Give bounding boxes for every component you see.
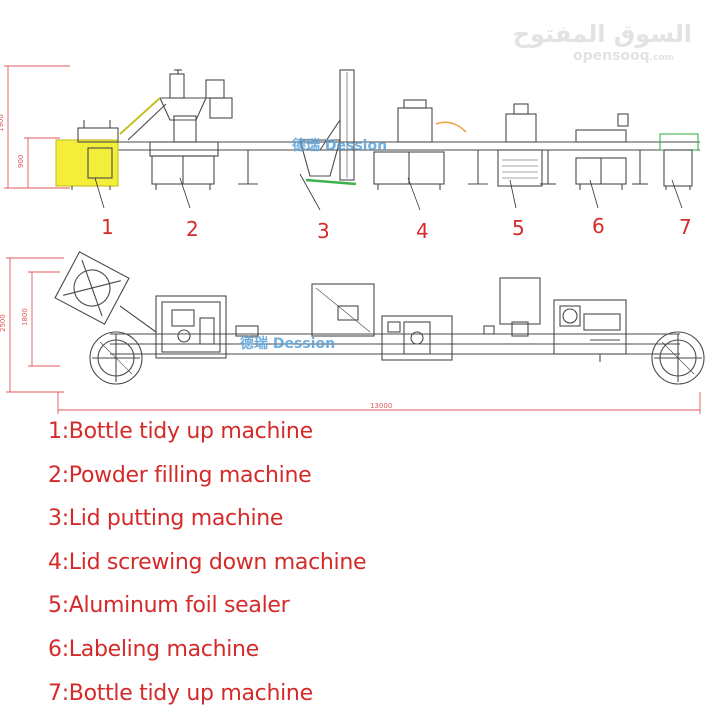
legend-item-2: 2:Powder filling machine (48, 462, 312, 488)
callout-numbers: 1 2 3 4 5 6 7 (101, 214, 692, 243)
plan-lid-screwing (381, 315, 453, 361)
dimension-plan-depth: 2500 (0, 314, 7, 332)
machine-6-labeling (575, 113, 629, 190)
plan-dimension-lines (6, 257, 701, 414)
legend-item-4: 4:Lid screwing down machine (48, 549, 367, 575)
callout-6: 6 (592, 214, 605, 238)
watermark-latin-suffix: .com (649, 53, 674, 63)
plan-conveyor (110, 333, 680, 355)
elevation-view: 1900 900 (0, 65, 700, 211)
plan-right-turntable (651, 331, 705, 385)
machine-2-powder-filling (119, 69, 233, 190)
plan-view: 2500 1800 13000 (0, 251, 705, 414)
legend-item-6: 6:Labeling machine (48, 636, 259, 662)
dimension-overall-length: 13000 (370, 402, 392, 410)
watermark-arabic: السوق المفتوح (512, 20, 692, 48)
watermark-latin-name: opensooq (572, 48, 650, 64)
dimension-top-inner-height: 900 (17, 155, 25, 168)
machine-5-foil-sealer (497, 103, 543, 187)
callout-leaders (94, 173, 683, 211)
machine-7-bottle-tidy-up (659, 133, 699, 190)
plan-foil-sealer (483, 277, 541, 337)
callout-1: 1 (101, 215, 114, 239)
legend-item-5: 5:Aluminum foil sealer (48, 593, 290, 619)
elevation-dimension-lines (4, 65, 70, 189)
plan-filling-frame (155, 295, 227, 359)
plan-left-turntable (89, 331, 143, 385)
dimension-top-height: 1900 (0, 114, 5, 132)
legend-item-1: 1:Bottle tidy up machine (48, 419, 313, 444)
dimension-plan-inner-depth: 1800 (21, 308, 29, 326)
callout-4: 4 (416, 219, 429, 243)
plan-labeling (553, 299, 627, 362)
machine-4-lid-screwing (373, 99, 467, 190)
legend-item-7: 7:Bottle tidy up machine (48, 680, 313, 706)
plan-tilted-hopper (54, 251, 130, 325)
opensooq-watermark: السوق المفتوح opensooq.com (513, 20, 692, 66)
brand-watermark-top: 德瑞 Dession (292, 137, 387, 154)
machine-legend: 1:Bottle tidy up machine 2:Powder fillin… (48, 412, 367, 717)
machine-3-lid-putting (299, 69, 357, 186)
machine-1-bottle-tidy-up (55, 120, 119, 190)
plan-lid-putting (235, 283, 375, 337)
callout-7: 7 (679, 215, 692, 239)
watermark-latin: opensooq.com (513, 48, 674, 66)
conveyor-legs (238, 150, 648, 185)
brand-watermark-bottom: 德瑞 Dession (240, 335, 335, 352)
callout-2: 2 (186, 217, 199, 241)
callout-5: 5 (512, 216, 525, 240)
legend-item-3: 3:Lid putting machine (48, 506, 284, 532)
callout-3: 3 (317, 219, 330, 243)
